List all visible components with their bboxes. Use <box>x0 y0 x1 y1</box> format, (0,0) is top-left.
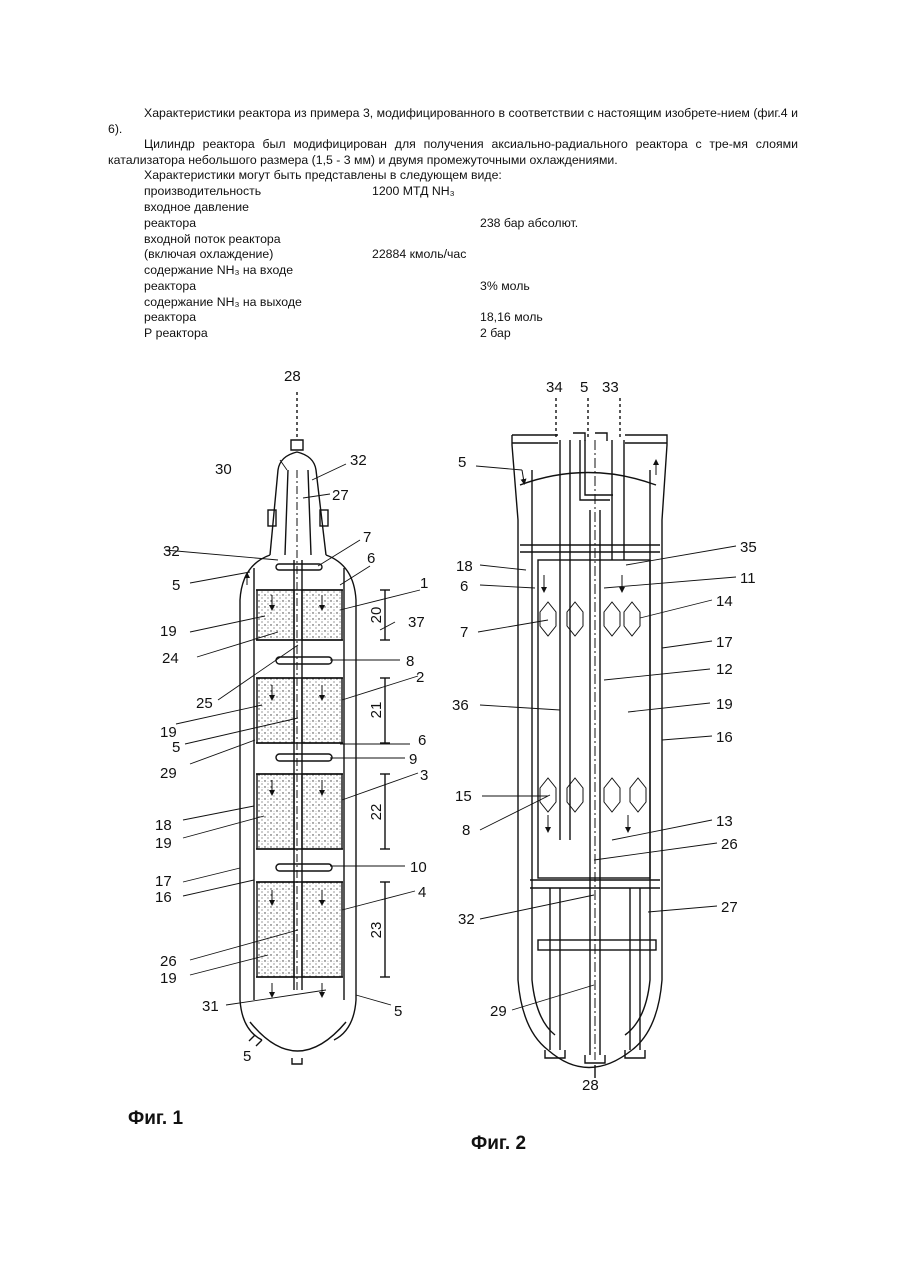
label: 19 <box>155 835 172 852</box>
label: 32 <box>458 911 475 928</box>
label: 6 <box>460 578 468 595</box>
dim-23: 23 <box>368 922 385 939</box>
label: 25 <box>196 695 213 712</box>
label: 5 <box>172 739 180 756</box>
figure-2-drawing <box>476 398 736 1078</box>
label: 26 <box>721 836 738 853</box>
label: 4 <box>418 884 426 901</box>
label: 18 <box>456 558 473 575</box>
label: 14 <box>716 593 733 610</box>
label: 5 <box>580 379 588 396</box>
label: 7 <box>460 624 468 641</box>
label: 37 <box>408 614 425 631</box>
label: 29 <box>160 765 177 782</box>
label: 3 <box>420 767 428 784</box>
label: 28 <box>582 1077 599 1094</box>
label: 35 <box>740 539 757 556</box>
label: 19 <box>160 970 177 987</box>
figure-1-drawing <box>165 392 420 1064</box>
label: 11 <box>740 570 756 587</box>
dim-21: 21 <box>368 702 385 719</box>
label: 34 <box>546 379 563 396</box>
label: 5 <box>172 577 180 594</box>
figure-1-caption: Фиг. 1 <box>128 1108 183 1130</box>
label: 24 <box>162 650 179 667</box>
label: 28 <box>284 368 301 385</box>
dim-22: 22 <box>368 804 385 821</box>
label: 30 <box>215 461 232 478</box>
label: 27 <box>721 899 738 916</box>
label: 13 <box>716 813 733 830</box>
label: 7 <box>363 529 371 546</box>
label: 12 <box>716 661 733 678</box>
label: 19 <box>160 623 177 640</box>
label: 17 <box>716 634 733 651</box>
label: 10 <box>410 859 427 876</box>
label: 32 <box>163 543 180 560</box>
label: 6 <box>418 732 426 749</box>
label: 29 <box>490 1003 507 1020</box>
label: 18 <box>155 817 172 834</box>
label: 5 <box>458 454 466 471</box>
label: 16 <box>716 729 733 746</box>
label: 15 <box>455 788 472 805</box>
dim-20: 20 <box>368 607 385 624</box>
label: 1 <box>420 575 428 592</box>
label: 5 <box>243 1048 251 1065</box>
label: 31 <box>202 998 219 1015</box>
label: 26 <box>160 953 177 970</box>
label: 8 <box>462 822 470 839</box>
label: 33 <box>602 379 619 396</box>
label: 8 <box>406 653 414 670</box>
figure-2-caption: Фиг. 2 <box>471 1133 526 1155</box>
label: 9 <box>409 751 417 768</box>
label: 19 <box>716 696 733 713</box>
label: 32 <box>350 452 367 469</box>
label: 2 <box>416 669 424 686</box>
label: 16 <box>155 889 172 906</box>
label: 5 <box>394 1003 402 1020</box>
label: 17 <box>155 873 172 890</box>
label: 6 <box>367 550 375 567</box>
label: 27 <box>332 487 349 504</box>
label: 36 <box>452 697 469 714</box>
